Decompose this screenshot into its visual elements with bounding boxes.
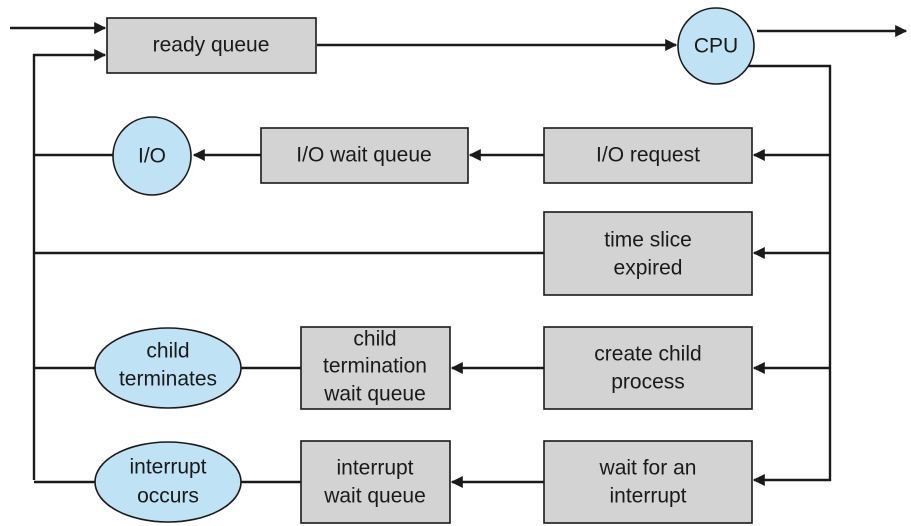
io-label: I/O — [138, 145, 166, 168]
io-wait-queue-label: I/O wait queue — [296, 144, 431, 167]
io-wait-queue-box: I/O wait queue — [260, 127, 469, 184]
cpu-label: CPU — [694, 35, 738, 58]
cpu-right-bus — [747, 64, 832, 486]
create-child-label-line2: process — [611, 371, 685, 394]
child-wait-label-line2: termination — [323, 355, 427, 378]
wait-for-interrupt-box: wait for an interrupt — [543, 440, 753, 524]
create-child-label-line1: create child — [594, 343, 701, 366]
create-child-process-box: create child process — [543, 326, 753, 410]
child-wait-label-line1: child — [353, 328, 396, 351]
child-wait-label-line3: wait queue — [323, 383, 426, 406]
interrupt-occurs-label-line1: interrupt — [129, 456, 206, 479]
interrupt-wait-queue-box: interrupt wait queue — [300, 440, 451, 524]
interrupt-occurs-label-line2: occurs — [137, 485, 199, 508]
io-node: I/O — [112, 116, 192, 196]
left-return-bus — [32, 49, 107, 480]
interrupt-wait-label-line1: interrupt — [336, 457, 413, 480]
child-terminates-label-line2: terminates — [119, 368, 217, 391]
time-slice-label-line1: time slice — [604, 229, 692, 252]
io-request-box: I/O request — [543, 127, 753, 184]
child-termination-wait-queue-box: child termination wait queue — [300, 326, 451, 410]
io-request-label: I/O request — [596, 144, 700, 167]
ready-queue-label: ready queue — [153, 34, 270, 57]
wait-interrupt-label-line2: interrupt — [609, 485, 686, 508]
ready-queue-box: ready queue — [106, 17, 317, 74]
connectors — [10, 22, 908, 488]
cpu-node: CPU — [677, 7, 755, 85]
interrupt-occurs-node: interrupt occurs — [94, 441, 242, 523]
time-slice-label-line2: expired — [614, 257, 683, 280]
child-terminates-node: child terminates — [94, 327, 242, 409]
wait-interrupt-label-line1: wait for an — [599, 457, 697, 480]
time-slice-box: time slice expired — [543, 211, 753, 296]
child-terminates-label-line1: child — [146, 340, 189, 363]
interrupt-wait-label-line2: wait queue — [323, 485, 426, 508]
